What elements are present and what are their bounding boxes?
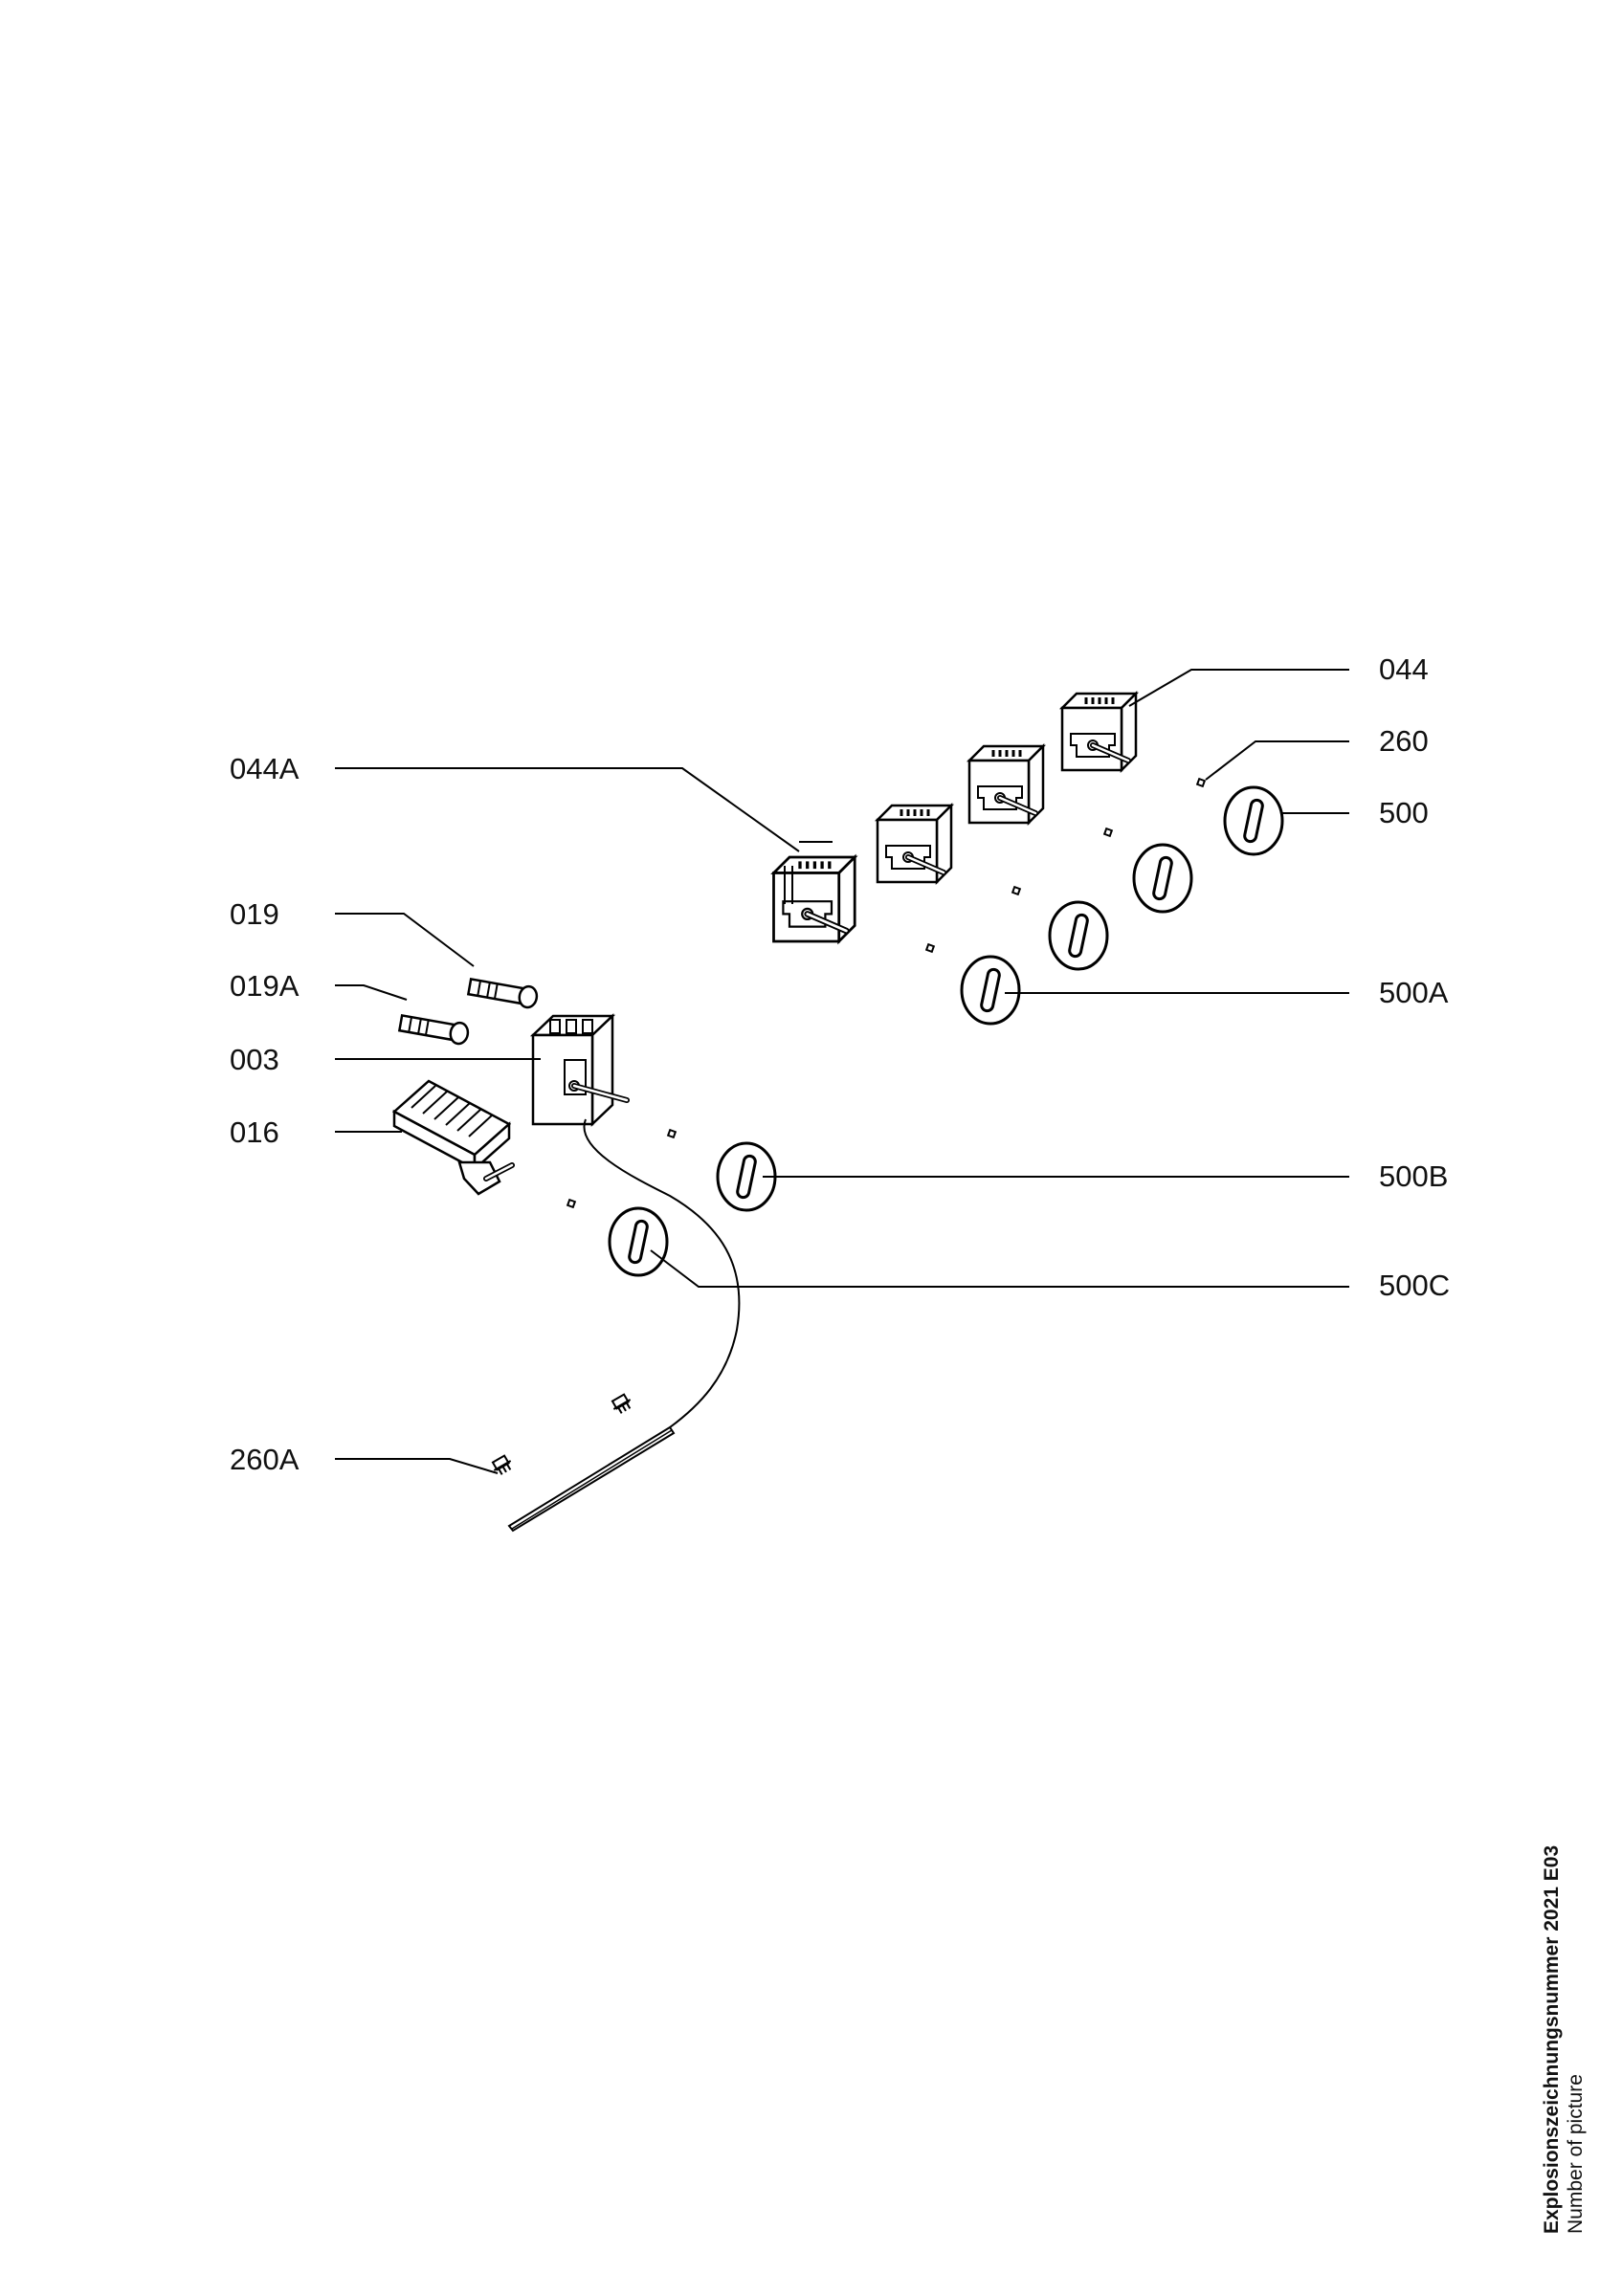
label-044A: 044A [230, 752, 300, 785]
side-caption: Explosionszeichnungsnummer 2021 E03 Numb… [1541, 1698, 1598, 2234]
label-500A: 500A [1379, 976, 1449, 1009]
spring-clip-5 [667, 1129, 677, 1138]
spring-clip-4 [925, 943, 935, 953]
spring-clip-260 [1196, 778, 1206, 787]
regulator-switch-044 [1062, 694, 1136, 770]
drawing-number-subtitle: Number of picture [1565, 2074, 1587, 2234]
sensor-clip-2 [609, 1392, 635, 1417]
spring-clip-3 [1011, 886, 1021, 895]
label-019: 019 [230, 897, 279, 931]
spring-clip-2 [1103, 828, 1113, 837]
leader-500C [650, 1249, 1349, 1288]
knob-500-3 [1048, 900, 1109, 971]
spring-clip-6 [567, 1199, 576, 1208]
thermostat-003 [529, 1013, 630, 1127]
regulator-switch-3 [969, 746, 1043, 823]
label-500: 500 [1379, 796, 1429, 829]
label-260A: 260A [230, 1443, 300, 1476]
leader-044 [1128, 669, 1349, 707]
knob-500 [1223, 785, 1284, 856]
capillary-sensor [507, 1118, 741, 1533]
knob-500C [608, 1206, 669, 1277]
leader-019A [335, 984, 408, 1001]
label-044: 044 [1379, 652, 1429, 686]
label-019A: 019A [230, 969, 300, 1003]
leader-044A [335, 767, 800, 852]
leader-260 [1205, 740, 1349, 781]
drawing-number: Explosionszeichnungsnummer 2021 E03 [1541, 1844, 1563, 2234]
sensor-clip-260A [489, 1453, 516, 1478]
regulator-switch-2 [878, 806, 951, 882]
leader-260A [335, 1458, 499, 1474]
leader-lines [335, 669, 1349, 1474]
indicator-lamp-019A [397, 1011, 471, 1047]
label-260: 260 [1379, 724, 1429, 758]
label-500C: 500C [1379, 1269, 1451, 1302]
label-500B: 500B [1379, 1159, 1449, 1193]
selector-switch-016 [391, 1079, 515, 1196]
regulator-switch-044A [774, 841, 855, 941]
label-003: 003 [230, 1043, 279, 1076]
label-016: 016 [230, 1115, 279, 1149]
leader-019 [335, 913, 475, 967]
knob-500-2 [1132, 843, 1193, 914]
indicator-lamp-019 [466, 975, 540, 1010]
knob-500A [960, 955, 1021, 1026]
